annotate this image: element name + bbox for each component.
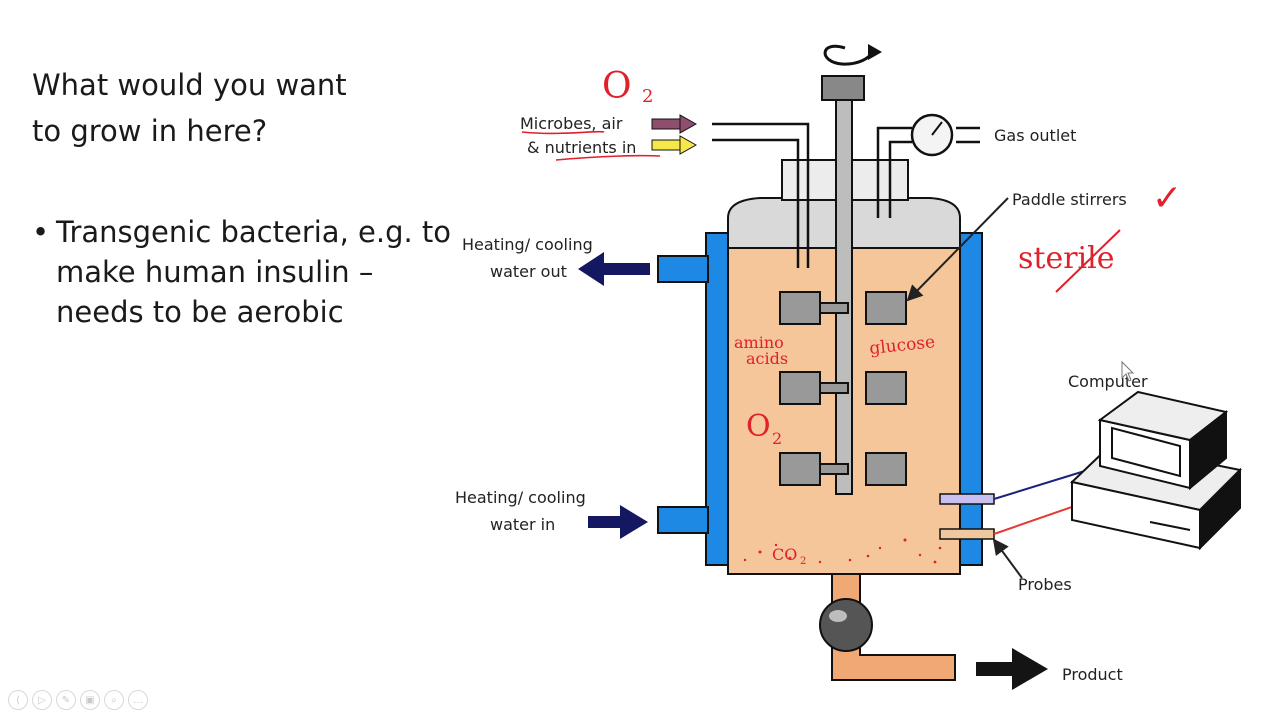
nutrients-arrow-icon	[651, 135, 698, 155]
water-out-label-line-1: Heating/ cooling	[462, 235, 593, 254]
amino-label-line-2: acids	[746, 349, 788, 368]
o2-top-subscript: 2	[642, 86, 653, 107]
computer-label: Computer	[1068, 372, 1148, 391]
probes-pointer	[992, 538, 1023, 579]
paddle-stirrers-label: Paddle stirrers	[1012, 190, 1127, 209]
gas-outlet-label: Gas outlet	[994, 126, 1076, 145]
stirrer-shaft	[835, 99, 853, 495]
pen-icon[interactable]: ✎	[56, 690, 76, 710]
slide-controls: ⟨ ▷ ✎ ▣ ⌕ …	[8, 690, 148, 710]
bullet-line-1: Transgenic bacteria, e.g. to	[56, 215, 452, 249]
inlet-label-line-1: Microbes, air	[520, 114, 623, 133]
play-icon[interactable]: ▷	[32, 690, 52, 710]
water-in-label-line-2: water in	[490, 515, 555, 534]
previous-slide-icon[interactable]: ⟨	[8, 690, 28, 710]
red-annotations: O 2 amino acids glucose O 2 CO 2 ✓ steri…	[521, 66, 1182, 567]
tick-icon: ✓	[1152, 178, 1182, 219]
computer-icon	[1069, 390, 1243, 551]
inlet-pipes	[712, 122, 980, 268]
paddle-stirrers	[779, 291, 907, 486]
sterile-annotation: sterile	[1018, 241, 1115, 276]
mouse-cursor-icon	[1121, 360, 1135, 382]
outlet-valve	[819, 598, 873, 652]
microbes-arrow-icon	[651, 114, 698, 134]
o2-top-annotation: O	[602, 66, 632, 107]
question-line-1: What would you want	[32, 68, 347, 102]
o2-tank-subscript: 2	[772, 429, 782, 448]
bullet-dot: •	[32, 215, 50, 249]
sterile-strike-icon	[1055, 229, 1121, 293]
water-out-arrow-icon	[578, 252, 650, 286]
slide-question: What would you want to grow in here?	[32, 62, 452, 154]
pressure-gauge	[910, 113, 954, 157]
bullet-line-2: make human insulin –	[56, 255, 374, 289]
amino-label-line-1: amino	[734, 333, 784, 352]
inlet-label-line-2: & nutrients in	[527, 138, 636, 157]
water-in-arrow-icon	[588, 505, 648, 539]
rotation-arrow-icon	[823, 44, 874, 66]
co2-annotation: CO	[772, 545, 797, 564]
paddle-pointer	[906, 197, 1009, 302]
o2-tank-annotation: O	[746, 409, 771, 444]
water-out-label-line-2: water out	[490, 262, 567, 281]
product-arrow-icon	[976, 648, 1048, 690]
slides-icon[interactable]: ▣	[80, 690, 100, 710]
probes-label: Probes	[1018, 575, 1072, 594]
probe-cable-blue	[993, 469, 1089, 500]
stirrer-motor-cap	[821, 75, 865, 101]
zoom-icon[interactable]: ⌕	[104, 690, 124, 710]
co2-subscript: 2	[800, 556, 806, 567]
product-label: Product	[1062, 665, 1123, 684]
water-in-label-line-1: Heating/ cooling	[455, 488, 586, 507]
bullet-line-3: needs to be aerobic	[56, 295, 344, 329]
question-line-2: to grow in here?	[32, 114, 268, 148]
slide-bullet: • Transgenic bacteria, e.g. to make huma…	[32, 212, 472, 332]
more-icon[interactable]: …	[128, 690, 148, 710]
co2-bubbles	[743, 538, 942, 564]
